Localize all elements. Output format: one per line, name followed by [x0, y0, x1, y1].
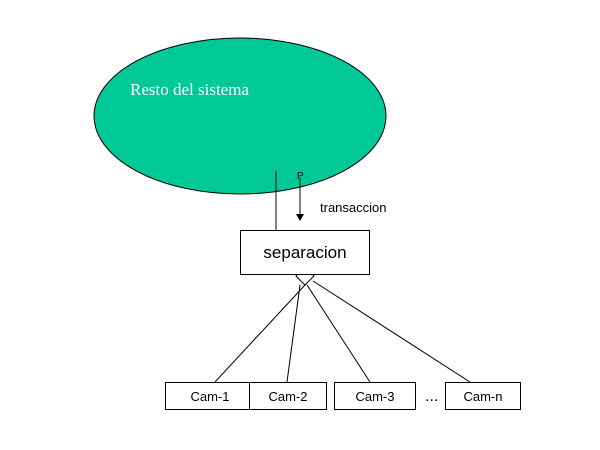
- camera-box-label: Cam-n: [463, 388, 503, 404]
- ellipsis-text: ...: [425, 388, 439, 405]
- separation-box-label: separacion: [263, 242, 347, 262]
- camera-box-label: Cam-2: [268, 388, 308, 404]
- link-cam-3: [306, 284, 371, 383]
- system-label: Resto del sistema: [130, 80, 249, 99]
- camera-box-2: Cam-2: [249, 382, 327, 410]
- camera-box-label: Cam-3: [355, 388, 395, 404]
- camera-box-label: Cam-1: [190, 388, 230, 404]
- transaction-arrow-head: [296, 214, 304, 221]
- system-ellipse: [93, 37, 387, 195]
- camera-box-1: Cam-1: [165, 382, 255, 410]
- link-cam-2: [286, 284, 301, 383]
- separation-box: separacion: [240, 230, 370, 275]
- camera-box-n: Cam-n: [445, 382, 521, 410]
- transaction-label: transaccion: [320, 200, 387, 215]
- camera-box-3: Cam-3: [334, 382, 416, 410]
- link-cam-1: [214, 284, 306, 383]
- p-label: P: [297, 171, 304, 182]
- link-cam-n: [312, 280, 471, 383]
